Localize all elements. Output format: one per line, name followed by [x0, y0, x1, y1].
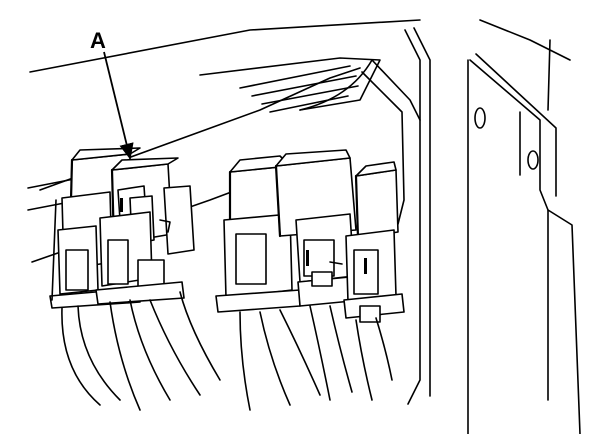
connector-details — [120, 198, 367, 274]
callout-arrow — [103, 51, 134, 160]
relay-5 — [343, 161, 405, 401]
relay-4 — [274, 149, 363, 401]
callout-label: A — [90, 28, 106, 53]
relay-2 — [95, 157, 221, 411]
mounting-bracket — [361, 19, 581, 434]
